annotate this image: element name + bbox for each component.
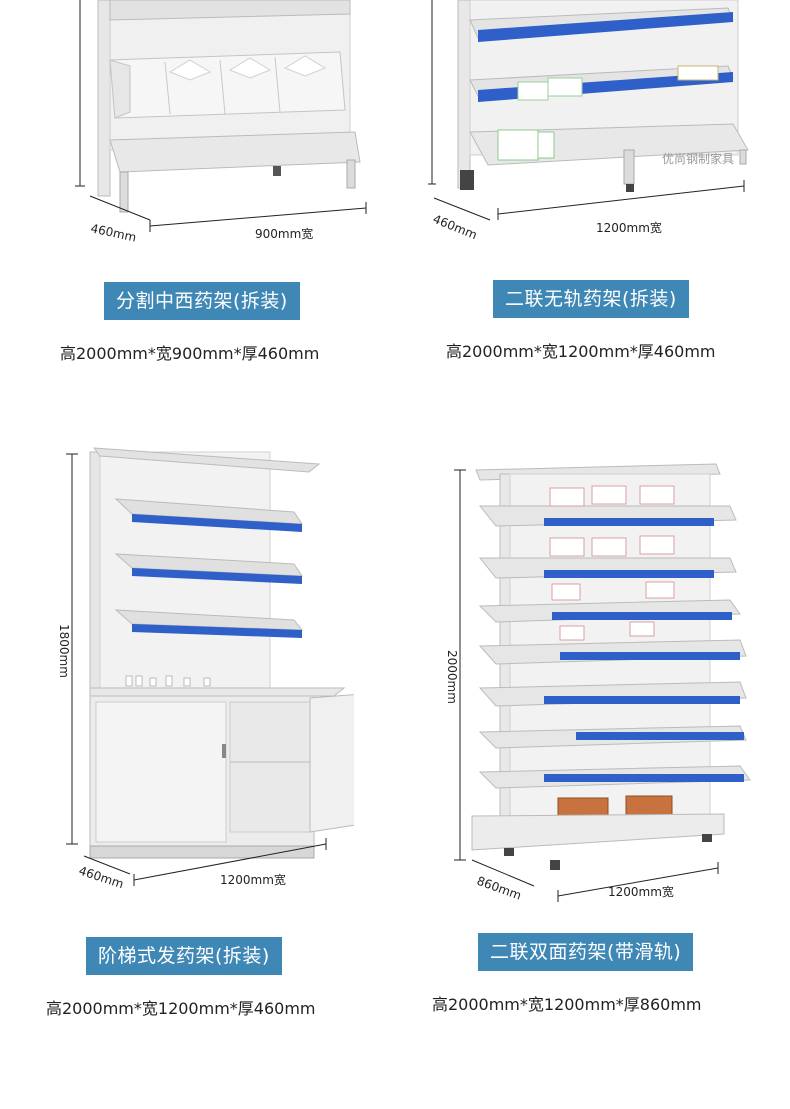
product-2-name: 二联无轨药架(拆装) [493,280,689,318]
divided-medicine-rack-illustration: 460mm 900mm宽 [75,0,367,245]
product-3-name: 阶梯式发药架(拆装) [86,937,282,975]
product-3-width-label: 1200mm宽 [220,872,286,887]
two-bay-trackless-rack-illustration: 460mm 1200mm宽 [428,0,749,242]
product-2-photo: 460mm 1200mm宽 [428,0,758,250]
product-3-depth-label: 460mm [77,864,125,892]
product-4-spec: 高2000mm*宽1200mm*厚860mm [432,995,702,1014]
stepped-dispensing-rack-illustration: 1800mm 460mm 1200mm宽 [57,447,354,892]
product-1-depth-label: 460mm [89,221,137,244]
product-3-spec: 高2000mm*宽1200mm*厚460mm [46,999,316,1018]
product-2-spec: 高2000mm*宽1200mm*厚460mm [446,342,716,361]
product-4-height-label: 2000mm [445,650,459,704]
brand-watermark: 优尚钢制家具 [662,152,735,166]
product-2-depth-label: 460mm [431,212,479,242]
two-bay-double-sided-rack-illustration: 2000mm [445,463,751,903]
product-3-height-label: 1800mm [57,624,71,678]
product-1-name: 分割中西药架(拆装) [104,282,300,320]
product-1-photo: 460mm 900mm宽 [70,0,380,250]
product-1-width-label: 900mm宽 [255,226,313,241]
product-4-width-label: 1200mm宽 [608,884,674,899]
product-3-photo: 1800mm 460mm 1200mm宽 [54,444,354,892]
product-2-width-label: 1200mm宽 [596,220,662,235]
product-4-name: 二联双面药架(带滑轨) [478,933,694,971]
product-4-photo: 2000mm [440,450,760,910]
product-1-spec: 高2000mm*宽900mm*厚460mm [60,344,320,363]
